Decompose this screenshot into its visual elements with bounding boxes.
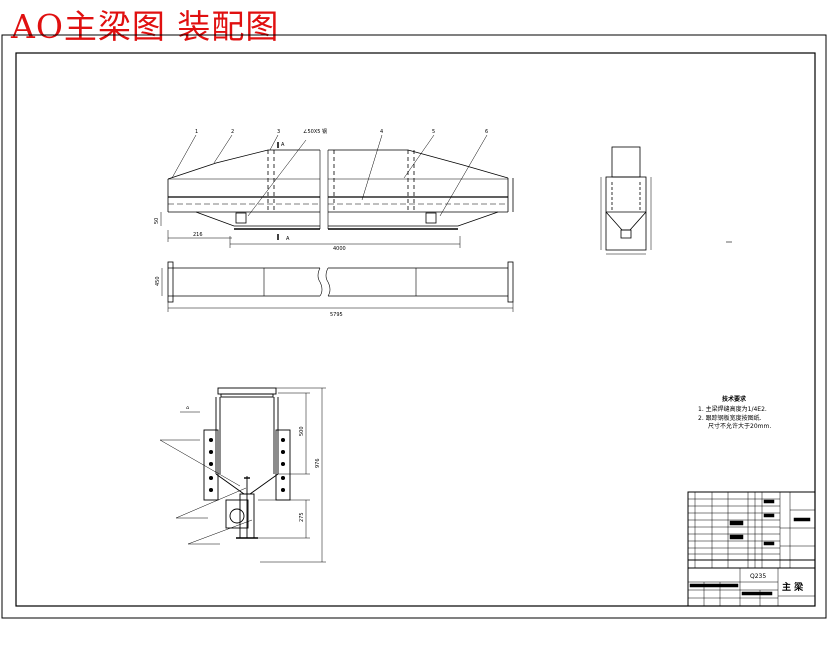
section-mark-bottom: A (286, 236, 290, 242)
dim-left: 216 (193, 232, 203, 238)
material-grade: Q235 (750, 573, 766, 580)
dim-center: 4000 (333, 246, 346, 252)
part-label-6: 6 (485, 129, 488, 135)
part-label-4: 4 (380, 129, 383, 135)
section-mark-top: A (281, 142, 285, 148)
part-label-1: 1 (195, 129, 198, 135)
dim-section-upper: 500 (299, 426, 305, 436)
inner-border (15, 52, 816, 607)
side-view (600, 146, 732, 255)
notes-line-3: 尺寸不允许大于20mm. (708, 422, 771, 430)
notes-heading: 技术要求 (722, 395, 747, 403)
notes-line-1: 1. 主梁焊缝高度为1/4E2. (698, 405, 767, 413)
part-label-2: 2 (231, 129, 234, 135)
dim-section-overall: 976 (315, 458, 321, 468)
dim-plan-total: 5795 (330, 312, 343, 318)
weld-symbol: ⌂ (186, 405, 189, 411)
title-block (687, 491, 816, 607)
notes-line-2: 2. 跟踪钢板宽度按图纸. (698, 414, 762, 422)
section-view (159, 387, 326, 563)
part-name: 主 梁 (782, 581, 804, 593)
elevation-view (160, 134, 514, 248)
callout-angle-steel: ∠50X5 钢 (303, 128, 327, 135)
plan-view (161, 261, 514, 312)
dim-plan-width: 450 (155, 276, 161, 286)
elevation-labels: 1 2 3 ∠50X5 钢 4 5 6 A A 4000 216 50 (154, 128, 488, 252)
dim-section-lower: 275 (299, 512, 305, 522)
part-label-5: 5 (432, 129, 435, 135)
drawing-title: AO主梁图 装配图 (11, 7, 280, 46)
dim-height: 50 (154, 218, 160, 224)
part-label-3: 3 (277, 129, 280, 135)
outer-border (1, 34, 827, 619)
